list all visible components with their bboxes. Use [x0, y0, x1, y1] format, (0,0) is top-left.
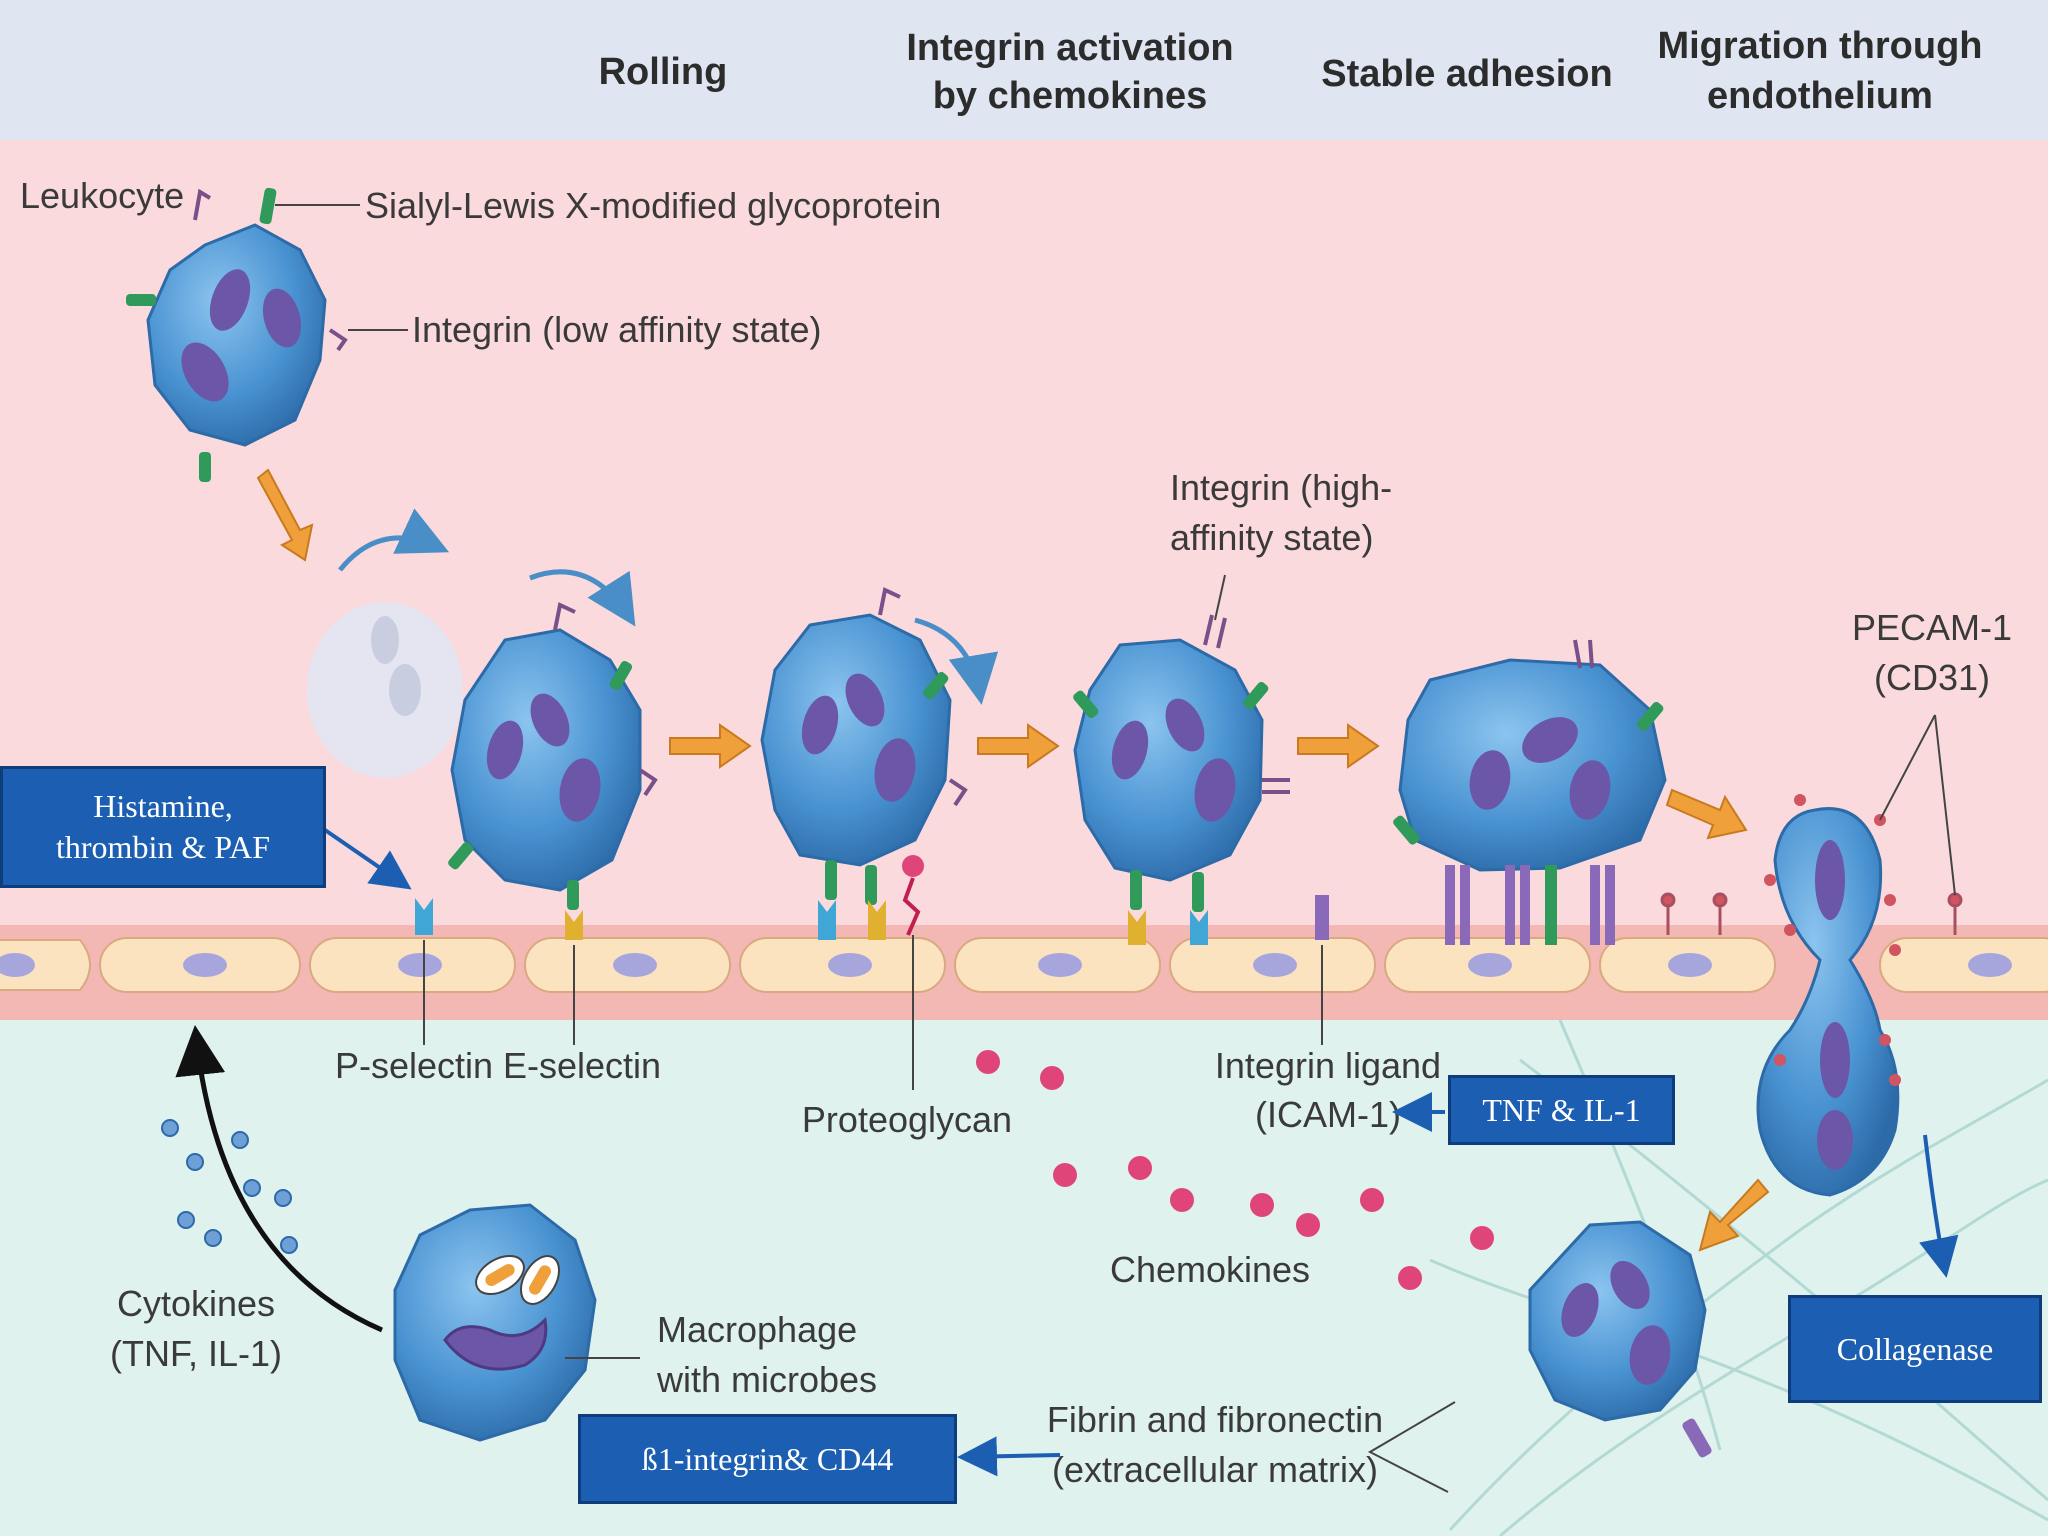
macrophage	[393, 1203, 597, 1442]
stage-rolling: Rolling	[599, 51, 728, 93]
rotation-arrow-3	[914, 617, 999, 705]
rotation-arrow-1	[338, 508, 450, 572]
label-macrophage: Macrophage	[657, 1309, 857, 1350]
annotation-beta-integrin: ß1-integrin& CD44	[578, 1414, 957, 1504]
label-p-selectin: P-selectin	[335, 1045, 493, 1086]
fibrin-leader	[1367, 1401, 1456, 1493]
leukocyte-free	[126, 187, 348, 482]
stage-migration-2: endothelium	[1707, 75, 1933, 117]
tissue-region	[0, 1020, 2048, 1536]
stage-migration: Migration through	[1657, 25, 1982, 67]
rolling-ghost-cell	[307, 602, 463, 778]
endothelial-molecules	[415, 855, 1329, 945]
annotation-collagenase: Collagenase	[1788, 1295, 2042, 1403]
leukocyte-migrating	[1756, 794, 1901, 1197]
integrin-high-leader	[1214, 574, 1226, 621]
stage-stable-adhesion: Stable adhesion	[1321, 53, 1612, 95]
label-integrin-high-2: affinity state)	[1170, 517, 1373, 558]
leukocyte-tissue	[1528, 1220, 1712, 1458]
leukocyte-rolling-2	[760, 587, 968, 905]
label-fibrin-2: (extracellular matrix)	[1052, 1449, 1378, 1490]
leukocyte-adhered	[1393, 639, 1667, 945]
label-cytokines: Cytokines	[117, 1283, 275, 1324]
leukocyte-activated	[1073, 614, 1290, 912]
endothelium-layer	[0, 925, 2048, 1020]
label-icam: (ICAM-1)	[1255, 1094, 1401, 1135]
label-chemokines: Chemokines	[1110, 1249, 1310, 1290]
label-integrin-ligand: Integrin ligand	[1215, 1045, 1441, 1086]
rotation-arrow-2	[529, 569, 636, 627]
annotation-beta-integrin-text: ß1-integrin& CD44	[641, 1440, 894, 1477]
progression-arrows	[256, 468, 1770, 1252]
label-e-selectin: E-selectin	[503, 1045, 661, 1086]
collagenase-arrow	[1919, 1134, 1959, 1278]
pecam-leader-1	[1879, 714, 1936, 821]
label-cytokines-2: (TNF, IL-1)	[110, 1333, 282, 1374]
label-integrin-high: Integrin (high-	[1170, 467, 1392, 508]
label-macrophage-2: with microbes	[656, 1359, 877, 1400]
stage-integrin-activation: Integrin activation	[906, 27, 1233, 69]
stage-integrin-activation-2: by chemokines	[933, 75, 1208, 117]
leukocyte-rolling-1	[448, 602, 658, 910]
label-pecam: PECAM-1	[1852, 607, 2012, 648]
annotation-histamine-line-2: thrombin & PAF	[56, 829, 270, 865]
cytokine-dots	[161, 1119, 298, 1254]
annotation-tnf: TNF & IL-1	[1448, 1075, 1675, 1145]
vessel-lumen	[0, 140, 2048, 1020]
label-pecam-2: (CD31)	[1874, 657, 1990, 698]
annotation-tnf-text: TNF & IL-1	[1482, 1091, 1641, 1128]
beta-integrin-arrow	[957, 1436, 1061, 1477]
label-fibrin: Fibrin and fibronectin	[1047, 1399, 1383, 1440]
chemokine-drops	[976, 1050, 1494, 1290]
label-proteoglycan: Proteoglycan	[802, 1099, 1012, 1140]
annotation-histamine: Histamine, thrombin & PAF	[0, 766, 326, 888]
pecam-leader-2	[1934, 714, 1956, 896]
cytokine-arrow	[175, 1025, 383, 1333]
histamine-arrow	[323, 828, 412, 890]
annotation-collagenase-text: Collagenase	[1836, 1330, 1994, 1367]
pecam-molecules	[1660, 892, 1963, 935]
label-sialyl: Sialyl-Lewis X-modified glycoprotein	[365, 185, 941, 226]
label-integrin-low: Integrin (low affinity state)	[412, 309, 822, 350]
annotation-histamine-line-1: Histamine,	[93, 788, 233, 825]
header-band	[0, 0, 2048, 140]
label-leukocyte: Leukocyte	[20, 175, 184, 216]
